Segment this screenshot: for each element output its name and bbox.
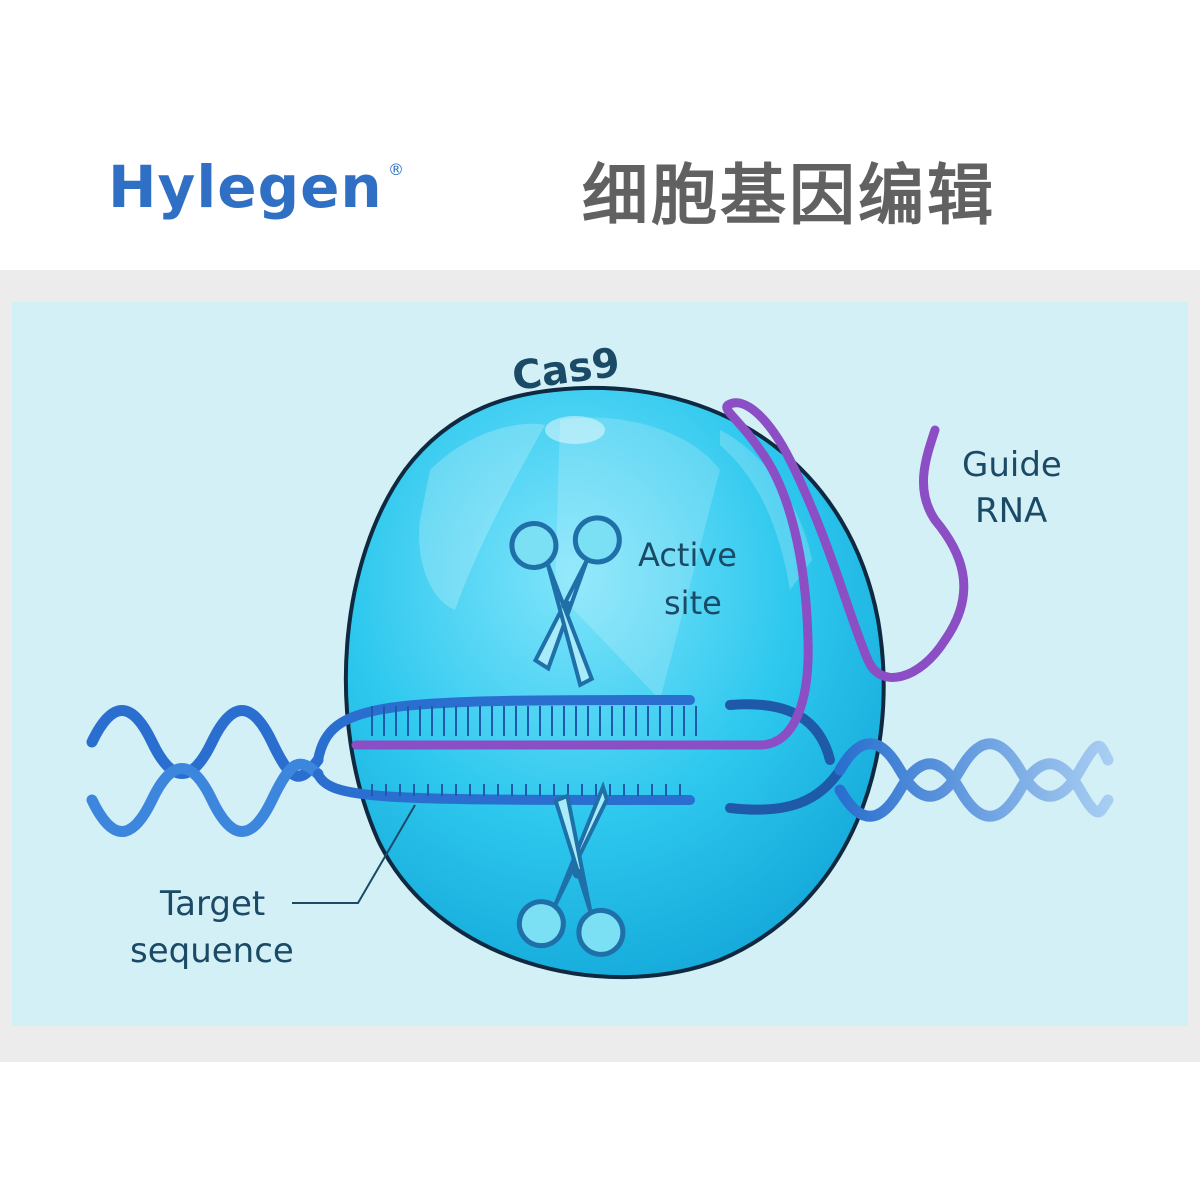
target-leader-line <box>292 804 416 904</box>
active-site-label-line1: Active <box>638 536 737 574</box>
registered-mark: ® <box>388 160 404 179</box>
cas9-highlights <box>419 416 812 700</box>
guide-rna-label-line2: RNA <box>975 491 1047 531</box>
target-label-line1: Target <box>159 884 265 924</box>
brand-logo: Hylegen <box>108 153 383 221</box>
scissors-icon <box>516 781 626 957</box>
scissors-icon <box>509 515 622 688</box>
cas9-protein <box>343 385 886 980</box>
dna-right-helix <box>834 738 1114 822</box>
guide-rna-label-line1: Guide <box>962 445 1062 485</box>
target-label-line2: sequence <box>130 931 294 971</box>
active-site-label-line2: site <box>664 584 722 622</box>
guide-rna <box>351 398 969 750</box>
dna-left-helix <box>86 705 324 837</box>
base-pair-ticks <box>371 706 697 796</box>
page-title: 细胞基因编辑 <box>582 157 996 234</box>
